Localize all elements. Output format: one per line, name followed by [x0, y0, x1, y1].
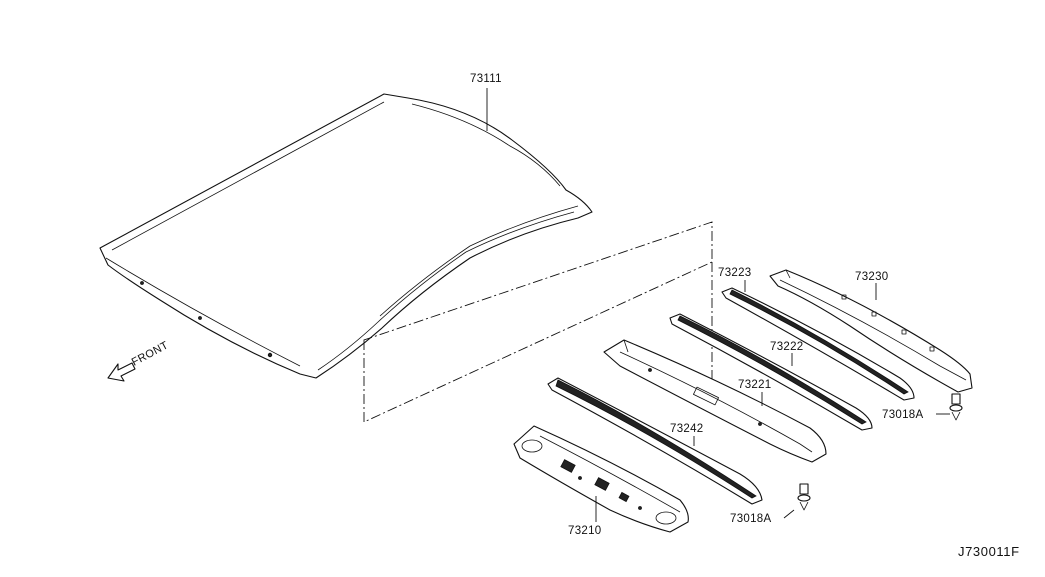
label-rear-bow: 73221: [738, 379, 771, 391]
label-roof-panel: 73111: [470, 73, 502, 85]
clip-center[interactable]: [783, 483, 811, 519]
diagram-reference-code: J730011F: [958, 544, 1020, 559]
front-rail[interactable]: [513, 425, 689, 533]
rear-rail[interactable]: [769, 269, 973, 393]
rear-rail-seal[interactable]: [721, 280, 915, 401]
label-rear-rail-seal: 73223: [718, 267, 751, 279]
front-direction-label: FRONT: [130, 339, 171, 368]
rear-bow[interactable]: [603, 339, 827, 463]
assembly-boundary: [363, 221, 713, 423]
label-front-bow-seal: 73242: [670, 423, 703, 435]
front-direction-arrow-icon: [107, 362, 136, 382]
front-bow-seal[interactable]: [547, 377, 763, 505]
label-clip-rear: 73018A: [882, 409, 923, 421]
label-front-rail: 73210: [568, 525, 601, 537]
label-clip-center: 73018A: [730, 513, 771, 525]
label-rear-rail: 73230: [855, 271, 888, 283]
clip-rear[interactable]: [936, 393, 963, 421]
label-rear-bow-seal: 73222: [770, 341, 803, 353]
rear-bow-seal[interactable]: [669, 313, 873, 431]
roof-panel[interactable]: [99, 88, 593, 379]
